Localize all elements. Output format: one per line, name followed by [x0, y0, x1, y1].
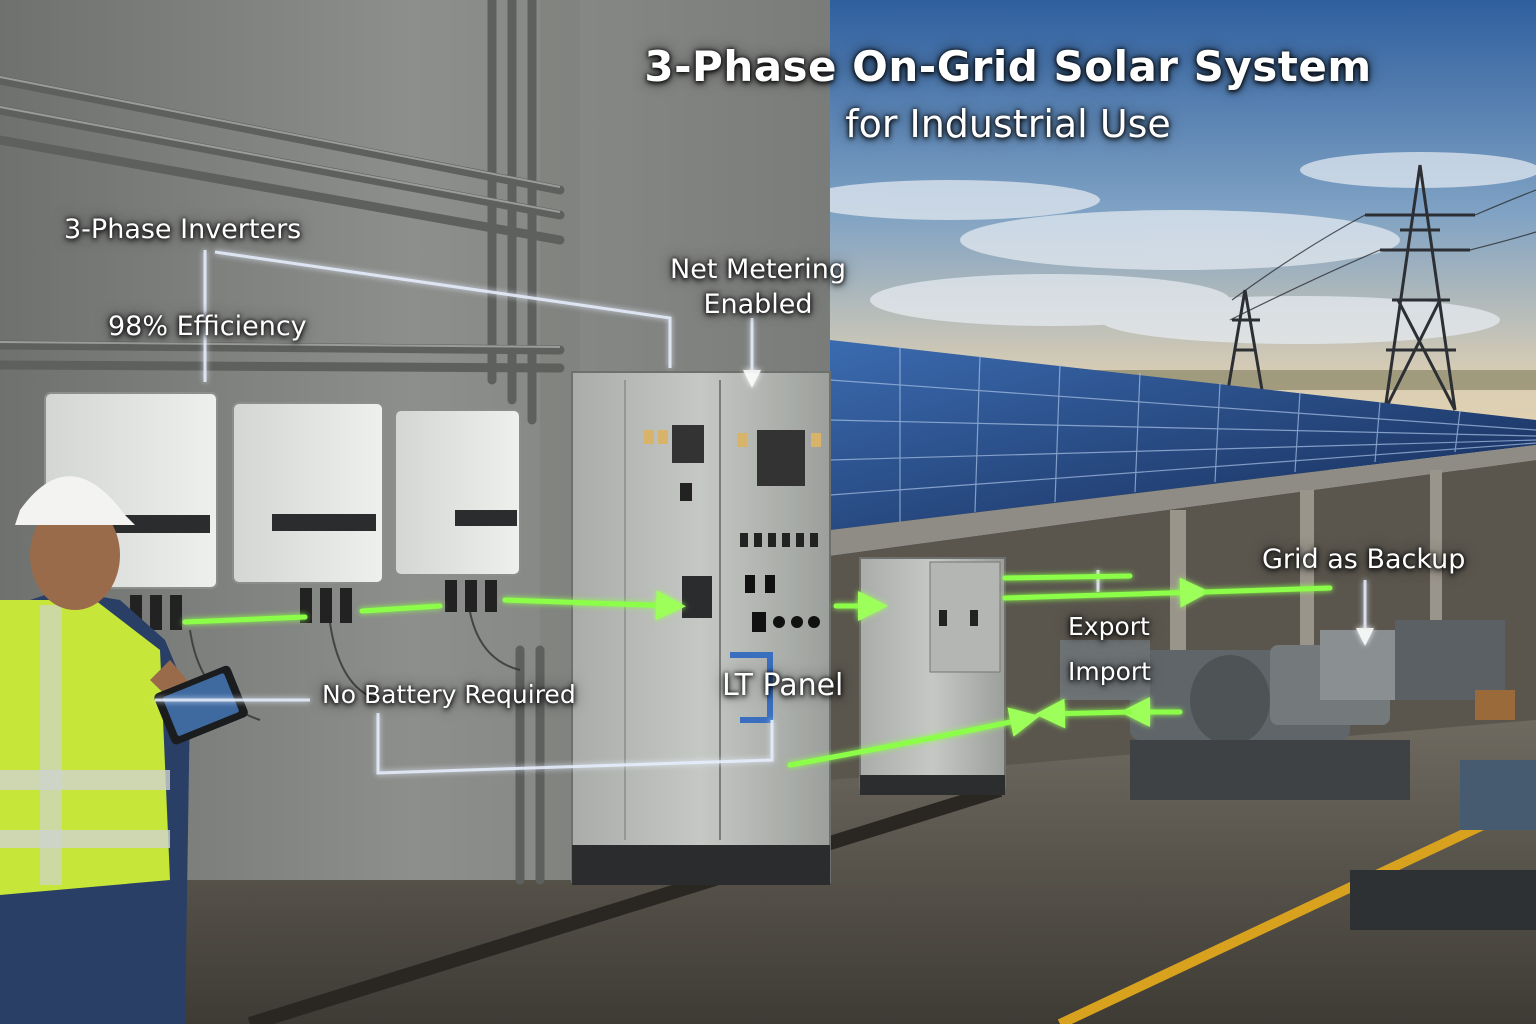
label-grid-backup: Grid as Backup	[1262, 544, 1466, 575]
shed-columns	[1170, 470, 1442, 710]
label-net-metering: Net Metering Enabled	[670, 254, 846, 320]
diagram-subtitle: for Industrial Use	[845, 102, 1171, 146]
diagram-title: 3-Phase On-Grid Solar System	[644, 42, 1372, 91]
label-3-phase-inverters: 3-Phase Inverters	[64, 214, 302, 245]
conduit-highlights	[0, 76, 561, 348]
clouds	[800, 152, 1536, 344]
secondary-panel	[859, 557, 1006, 795]
hard-hat-worker-icon	[0, 476, 222, 1024]
floor-drain	[247, 783, 1003, 1024]
label-efficiency: 98% Efficiency	[108, 311, 307, 342]
energy-flow-arrows	[182, 573, 1333, 768]
inverter-box-icon	[44, 392, 521, 721]
floor-yellow-line	[1057, 795, 1536, 1024]
industrial-motor-icon	[1060, 620, 1536, 930]
power-lines	[1229, 189, 1536, 321]
conduits	[0, 0, 565, 885]
tablet-icon	[154, 665, 248, 745]
solar-array-icon	[829, 340, 1536, 556]
transmission-tower-icon	[1226, 164, 1475, 411]
label-lt-panel: LT Panel	[722, 668, 844, 703]
connector-lines	[155, 250, 1374, 775]
label-export: Export	[1068, 612, 1150, 641]
lt-panel-cabinet-icon	[571, 371, 831, 885]
label-import: Import	[1068, 657, 1151, 686]
label-no-battery: No Battery Required	[322, 680, 576, 709]
